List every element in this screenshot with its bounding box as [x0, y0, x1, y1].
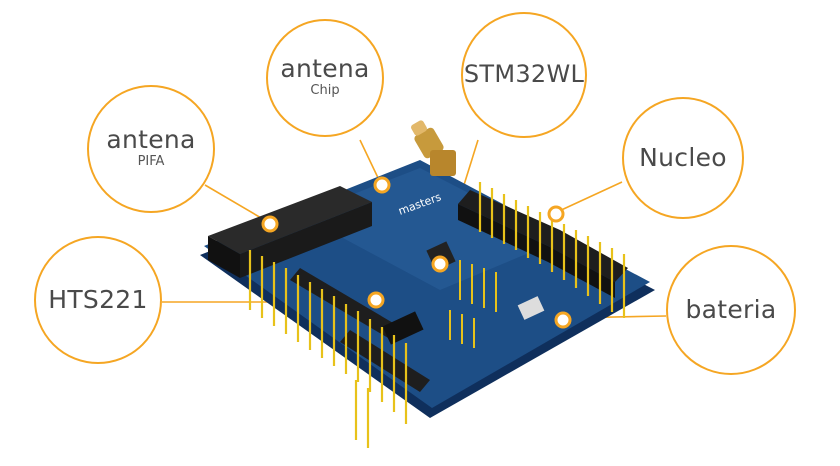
marker-nucleo: [547, 205, 565, 223]
pifa-connector: [208, 186, 372, 278]
callout-antena-pifa: antena PIFA: [87, 85, 215, 213]
marker-bat: [554, 311, 572, 329]
jumper-pins: [449, 260, 497, 348]
marker-stm: [431, 255, 449, 273]
callout-hts221: HTS221: [34, 236, 162, 364]
sma-connector: [411, 120, 456, 176]
highlight-markers: [261, 176, 572, 329]
callout-title: Nucleo: [639, 142, 727, 172]
callout-title: STM32WL: [463, 60, 585, 89]
callout-nucleo: Nucleo: [622, 97, 744, 219]
leader-pifa: [204, 184, 269, 223]
callout-title: HTS221: [48, 284, 148, 314]
callout-subtitle: Chip: [310, 83, 340, 99]
marker-hts: [367, 291, 385, 309]
marker-chip: [373, 176, 391, 194]
leader-nucleo: [556, 181, 623, 213]
pin-headers-right: [478, 182, 626, 318]
callout-title: antena: [280, 53, 370, 83]
callout-stm32wl: STM32WL: [461, 12, 587, 138]
pin-headers-left: [248, 250, 408, 448]
pcb: masters: [200, 120, 655, 418]
left-header: [290, 268, 430, 392]
callout-subtitle: PIFA: [137, 154, 165, 170]
usb-port: [517, 296, 545, 320]
voltage-regulator: [382, 311, 424, 345]
callout-title: antena: [106, 124, 196, 154]
callout-bateria: bateria: [666, 245, 796, 375]
leader-chip: [359, 139, 381, 183]
callout-title: bateria: [685, 294, 777, 324]
callout-antena-chip: antena Chip: [266, 19, 384, 137]
marker-pifa: [261, 215, 279, 233]
